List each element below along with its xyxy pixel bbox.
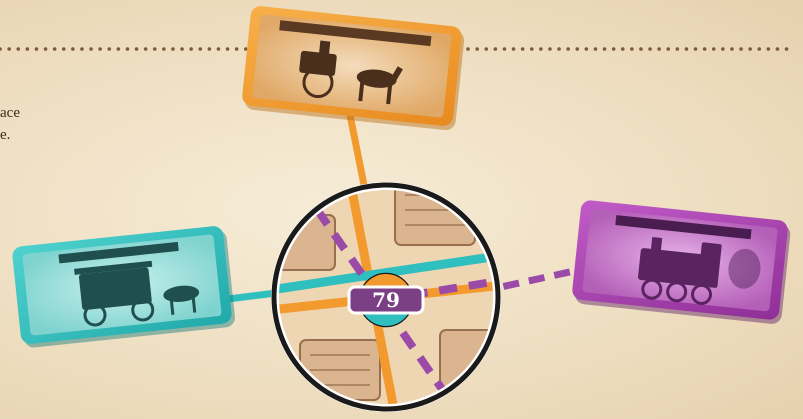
card-steam-railway[interactable] — [571, 199, 792, 324]
station-tile[interactable]: 79 — [270, 180, 510, 415]
station-number-badge: 79 — [349, 287, 423, 313]
card-horse-omnibus[interactable] — [11, 225, 235, 349]
station-number: 79 — [372, 288, 400, 312]
card-hansom-cab[interactable] — [241, 5, 466, 131]
